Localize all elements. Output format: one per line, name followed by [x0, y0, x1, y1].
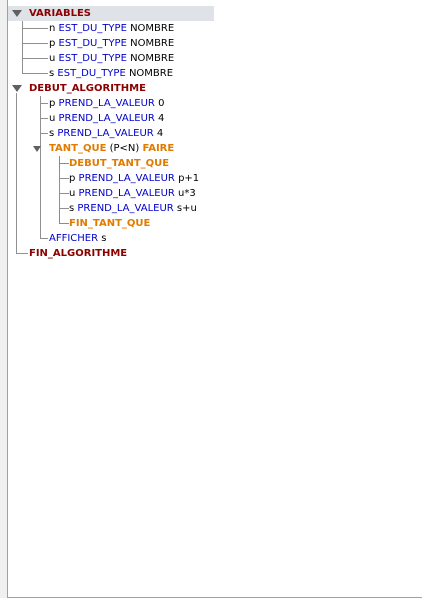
tree-node-variables[interactable]: VARIABLES	[8, 6, 214, 21]
tree-guide-algo-body	[40, 96, 41, 239]
var-line: u EST_DU_TYPE NOMBRE	[49, 51, 174, 66]
loop-body-keyword: PREND_LA_VALEUR	[77, 203, 174, 214]
assign-name: s	[49, 128, 55, 139]
loop-begin: DEBUT_TANT_QUE	[69, 158, 170, 169]
tree-guide-algo	[16, 93, 17, 254]
loop-body-line: s PREND_LA_VALEUR s+u	[69, 201, 197, 216]
assign-name: p	[49, 98, 56, 109]
assign-line: u PREND_LA_VALEUR 4	[49, 111, 164, 126]
triangle-down-icon[interactable]	[33, 146, 41, 152]
loop-body-name: p	[69, 173, 76, 184]
loop-body-keyword: PREND_LA_VALEUR	[78, 173, 175, 184]
assign-value: 4	[156, 128, 164, 139]
tree-guide-var-p	[22, 43, 48, 44]
assign-line: p PREND_LA_VALEUR 0	[49, 96, 164, 111]
var-name: p	[49, 38, 56, 49]
var-name: n	[49, 23, 56, 34]
loop-body-value: p+1	[178, 173, 200, 184]
var-type: NOMBRE	[128, 68, 174, 79]
algorithm-header: DEBUT_ALGORITHME	[29, 83, 146, 94]
assign-value: 0	[158, 98, 165, 109]
loop-body-name: u	[69, 188, 76, 199]
loop-body-line: u PREND_LA_VALEUR u*3	[69, 186, 196, 201]
tree-guide-assign-u	[40, 118, 48, 119]
var-name: u	[49, 53, 56, 64]
triangle-down-icon[interactable]	[12, 85, 22, 92]
loop-body-value: s+u	[176, 203, 197, 214]
loop-end: FIN_TANT_QUE	[69, 218, 151, 229]
var-line: n EST_DU_TYPE NOMBRE	[49, 21, 174, 36]
assign-value: 4	[158, 113, 165, 124]
tree-guide-loop-s	[59, 208, 69, 209]
tree-guide-loop-u	[59, 193, 69, 194]
afficher-value: s	[101, 233, 107, 244]
triangle-down-icon[interactable]	[12, 10, 22, 17]
tree-guide-footer	[16, 253, 28, 254]
var-keyword: EST_DU_TYPE	[58, 23, 127, 34]
var-type: NOMBRE	[130, 53, 175, 64]
var-keyword: EST_DU_TYPE	[58, 38, 127, 49]
algorithm-tree[interactable]: VARIABLES n EST_DU_TYPE NOMBRE p EST_DU_…	[7, 0, 422, 598]
var-line: p EST_DU_TYPE NOMBRE	[49, 36, 174, 51]
var-keyword: EST_DU_TYPE	[58, 53, 127, 64]
var-type: NOMBRE	[130, 38, 175, 49]
loop-body-keyword: PREND_LA_VALEUR	[78, 188, 175, 199]
tree-guide-var-n	[22, 28, 48, 29]
loop-body-line: p PREND_LA_VALEUR p+1	[69, 171, 199, 186]
tree-guide-loop-p	[59, 178, 69, 179]
assign-name: u	[49, 113, 56, 124]
tree-guide-loop-body	[59, 171, 60, 209]
var-name: s	[49, 68, 55, 79]
var-type: NOMBRE	[130, 23, 175, 34]
tree-guide-var-s	[22, 73, 48, 74]
algorithm-footer: FIN_ALGORITHME	[29, 248, 128, 259]
loop-body-value: u*3	[178, 188, 196, 199]
assign-keyword: PREND_LA_VALEUR	[57, 128, 154, 139]
assign-line: s PREND_LA_VALEUR 4	[49, 126, 163, 141]
loop-condition: (P<N)	[109, 143, 140, 154]
tree-guide-var-u	[22, 58, 48, 59]
var-line: s EST_DU_TYPE NOMBRE	[49, 66, 173, 81]
tree-guide-assign-p	[40, 103, 48, 104]
variables-header: VARIABLES	[29, 8, 91, 19]
var-keyword: EST_DU_TYPE	[57, 68, 126, 79]
assign-keyword: PREND_LA_VALEUR	[58, 98, 155, 109]
afficher-keyword: AFFICHER	[49, 233, 99, 244]
loop-keyword: TANT_QUE	[49, 143, 107, 154]
loop-line: TANT_QUE (P<N) FAIRE	[49, 141, 174, 156]
tree-guide-afficher	[40, 238, 48, 239]
assign-keyword: PREND_LA_VALEUR	[58, 113, 155, 124]
loop-faire: FAIRE	[142, 143, 175, 154]
tree-guide-loop-begin	[59, 163, 69, 164]
afficher-line: AFFICHER s	[49, 231, 106, 246]
loop-body-name: s	[69, 203, 75, 214]
tree-guide-loop-end	[59, 223, 69, 224]
tree-guide-assign-s	[40, 133, 48, 134]
